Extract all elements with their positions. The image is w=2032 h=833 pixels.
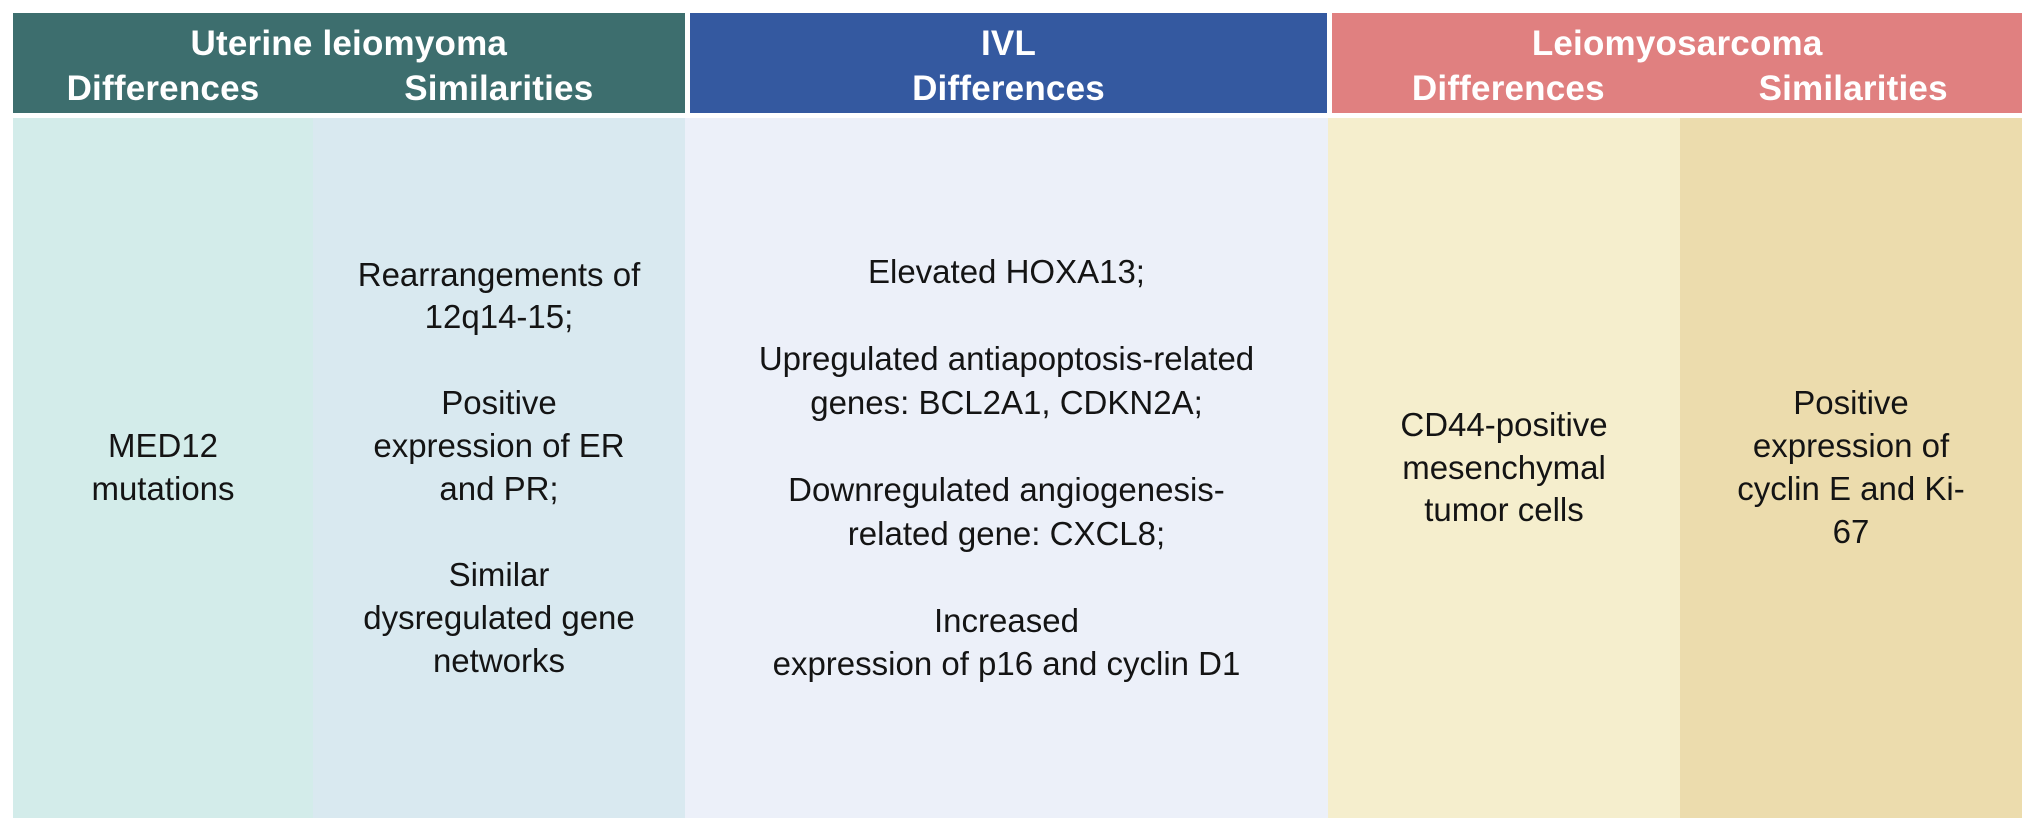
cell-text-lms-similarities: Positive expression of cyclin E and Ki- … <box>1737 384 1965 550</box>
cell-text-uterine-differences: MED12 mutations <box>91 427 235 507</box>
cell-lms-differences: CD44-positive mesenchymal tumor cells <box>1328 118 1680 818</box>
column-heading-uterine-similarities: Similarities <box>404 68 594 108</box>
cell-text-lms-differences: CD44-positive mesenchymal tumor cells <box>1400 405 1608 529</box>
subheading-row-ivl: Differences <box>690 63 1328 113</box>
column-heading-lms-similarities: Similarities <box>1758 68 1948 108</box>
group-title-leiomyosarcoma: Leiomyosarcoma <box>1531 24 1823 63</box>
cell-lms-similarities: Positive expression of cyclin E and Ki- … <box>1680 118 2022 818</box>
cell-text-ivl-differences: Elevated HOXA13; Upregulated antiapoptos… <box>758 253 1255 683</box>
column-heading-lms-differences: Differences <box>1411 68 1605 108</box>
cell-uterine-similarities: Rearrangements of 12q14-15; Positive exp… <box>313 118 685 818</box>
subheading-row-uterine-leiomyoma: Differences Similarities <box>13 63 685 113</box>
table-header-band: Uterine leiomyoma Differences Similariti… <box>13 13 2022 113</box>
cell-uterine-differences: MED12 mutations <box>13 118 313 818</box>
subheading-row-leiomyosarcoma: Differences Similarities <box>1332 63 2022 113</box>
column-heading-ivl-differences: Differences <box>912 68 1105 108</box>
header-group-uterine-leiomyoma: Uterine leiomyoma Differences Similariti… <box>13 13 685 113</box>
header-group-ivl: IVL Differences <box>689 13 1328 113</box>
group-title-uterine-leiomyoma: Uterine leiomyoma <box>190 24 508 63</box>
table-body-band: MED12 mutations Rearrangements of 12q14-… <box>13 118 2022 818</box>
cell-text-uterine-similarities: Rearrangements of 12q14-15; Positive exp… <box>357 255 641 679</box>
column-heading-uterine-differences: Differences <box>66 68 260 108</box>
header-group-leiomyosarcoma: Leiomyosarcoma Differences Similarities <box>1332 13 2022 113</box>
group-title-ivl: IVL <box>980 24 1037 63</box>
cell-ivl-differences: Elevated HOXA13; Upregulated antiapoptos… <box>685 118 1328 818</box>
